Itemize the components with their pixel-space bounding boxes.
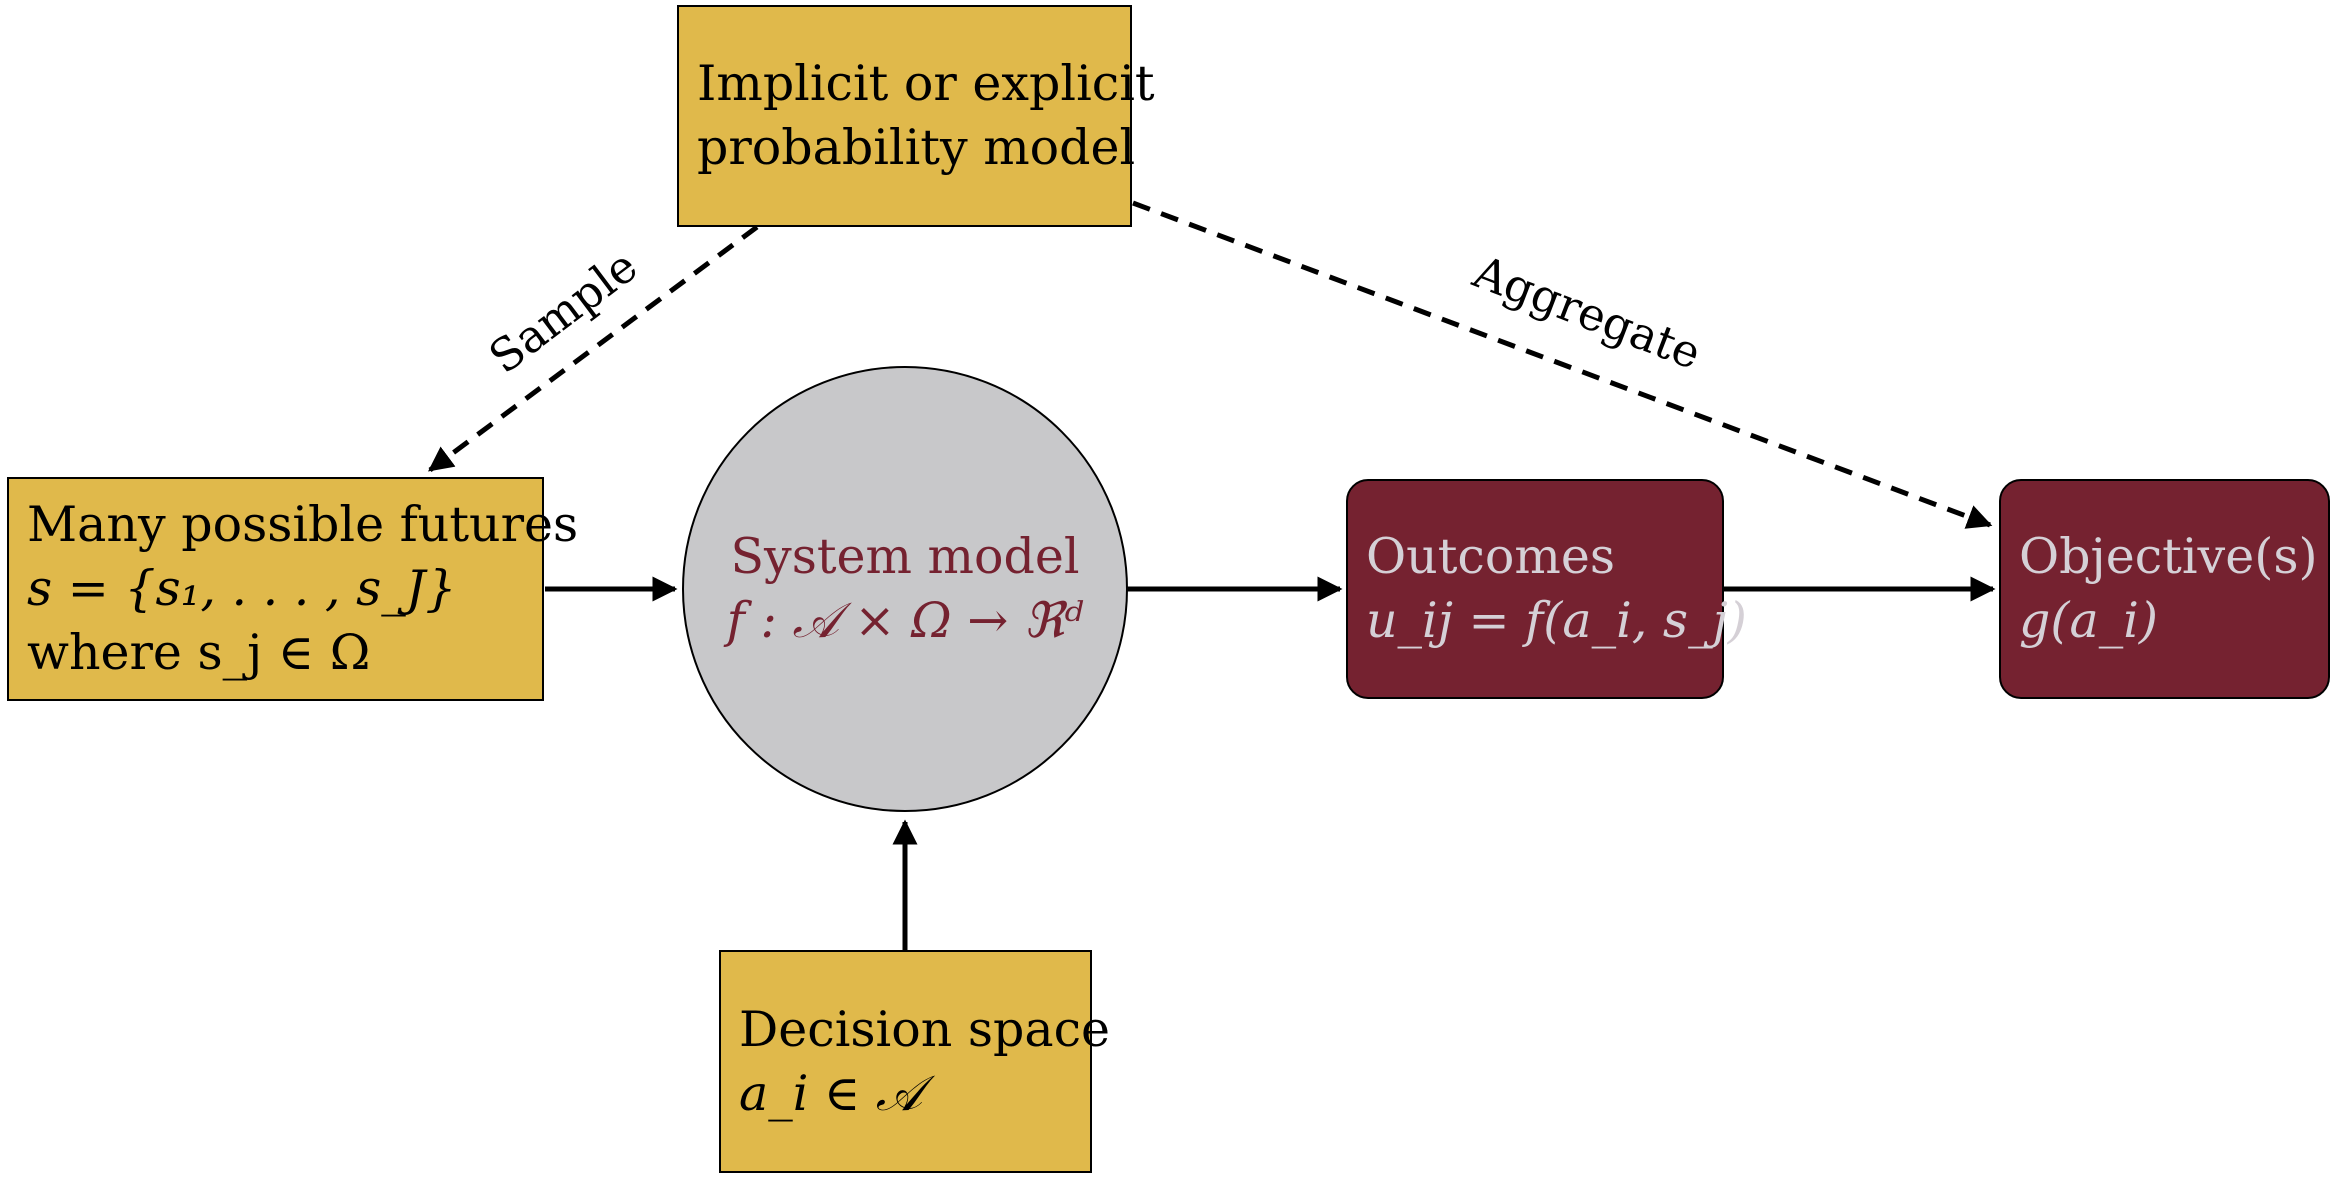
probability-model-line-1: Implicit or explicit: [697, 55, 1155, 113]
system-model-circle: System model f : 𝒜 × Ω → ℜᵈ: [682, 366, 1128, 812]
futures-set-formula: s = {s₁, . . . , s_J}: [27, 560, 457, 618]
outcomes-title: Outcomes: [1366, 528, 1615, 586]
decision-space-box: Decision space a_i ∈ 𝒜: [719, 950, 1111, 1173]
decision-space-title: Decision space: [739, 1000, 1111, 1058]
aggregate-arrow: [1132, 200, 1993, 529]
objectives-box: Objective(s) g(a_i): [1999, 479, 2330, 699]
futures-where-formula: where s_j ∈ Ω: [27, 623, 371, 681]
system-model-formula: f : 𝒜 × Ω → ℜᵈ: [726, 592, 1084, 649]
futures-box: Many possible futures s = {s₁, . . . , s…: [7, 477, 579, 701]
objectives-formula: g(a_i): [2019, 592, 2158, 649]
sample-arrow: [427, 224, 759, 473]
outcomes-formula: u_ij = f(a_i, s_j): [1366, 592, 1747, 649]
probability-model-box: Implicit or explicit probability model: [677, 5, 1155, 227]
decision-space-formula: a_i ∈ 𝒜: [739, 1064, 923, 1122]
objectives-title: Objective(s): [2019, 528, 2318, 586]
probability-model-line-2: probability model: [697, 119, 1136, 176]
futures-title: Many possible futures: [27, 496, 579, 554]
outcomes-box: Outcomes u_ij = f(a_i, s_j): [1346, 479, 1747, 699]
system-model-title: System model: [730, 528, 1080, 586]
